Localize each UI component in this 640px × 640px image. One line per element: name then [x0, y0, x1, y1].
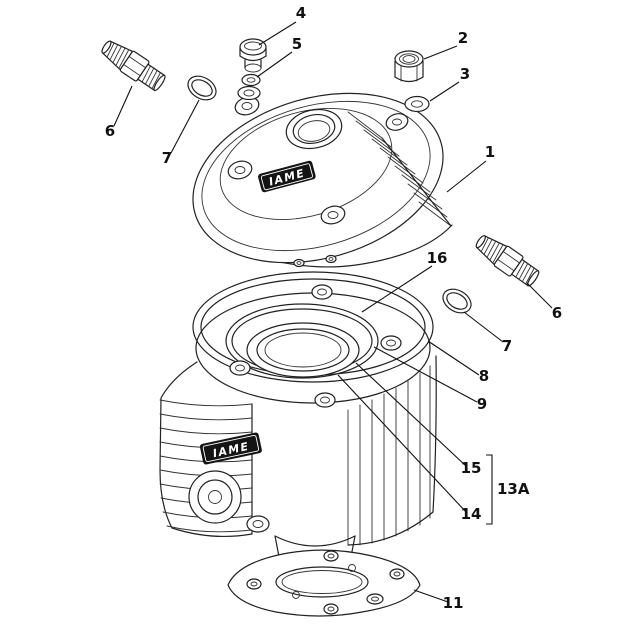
- bracket-13a: [486, 454, 493, 525]
- callout-labels: 4 5 2 3 6 7 1 6 7 16 8 9 15 14 13A 11: [105, 4, 562, 612]
- callout-13a: 13A: [497, 480, 530, 498]
- plug-screw: [239, 38, 267, 73]
- water-fitting-left: [97, 35, 169, 95]
- base-flange: [227, 549, 421, 617]
- cylinder-head: IAME: [192, 92, 453, 268]
- flange-stud-holes: [229, 284, 402, 408]
- o-ring-right: [442, 288, 472, 314]
- nut-washer: [404, 95, 430, 113]
- head-nut: [394, 50, 424, 83]
- callout-6-left: 6: [105, 122, 115, 140]
- callout-7-left: 7: [162, 149, 172, 167]
- callout-8: 8: [479, 367, 489, 385]
- base-flange-holes: [246, 550, 405, 615]
- head-skirt-holes: [293, 254, 337, 268]
- water-fitting-right: [471, 229, 543, 291]
- callout-7-right: 7: [502, 337, 512, 355]
- bore-sealing-rings: [246, 322, 360, 378]
- head-fins: [347, 111, 452, 227]
- spark-plug-hole: [285, 108, 343, 150]
- callout-11: 11: [443, 594, 464, 612]
- brand-logo-head: IAME: [258, 160, 316, 193]
- callout-4: 4: [296, 4, 306, 22]
- leader-lines: [113, 21, 553, 603]
- brand-logo-cylinder: IAME: [199, 432, 262, 465]
- plug-washers: [237, 73, 261, 101]
- callout-15: 15: [461, 459, 482, 477]
- callout-1: 1: [485, 143, 495, 161]
- callout-3: 3: [460, 65, 470, 83]
- callout-6-right: 6: [552, 304, 562, 322]
- head-cover: [192, 92, 444, 264]
- head-stud-holes: [227, 96, 409, 225]
- exhaust-port-boss: [188, 470, 242, 524]
- callout-16: 16: [427, 249, 448, 267]
- callout-9: 9: [477, 395, 487, 413]
- callout-5: 5: [292, 35, 302, 53]
- o-ring-left: [187, 75, 217, 101]
- small-plug-boss: [246, 515, 270, 533]
- head-gasket-rings: [192, 271, 434, 408]
- callout-14: 14: [461, 505, 482, 523]
- callout-2: 2: [458, 29, 468, 47]
